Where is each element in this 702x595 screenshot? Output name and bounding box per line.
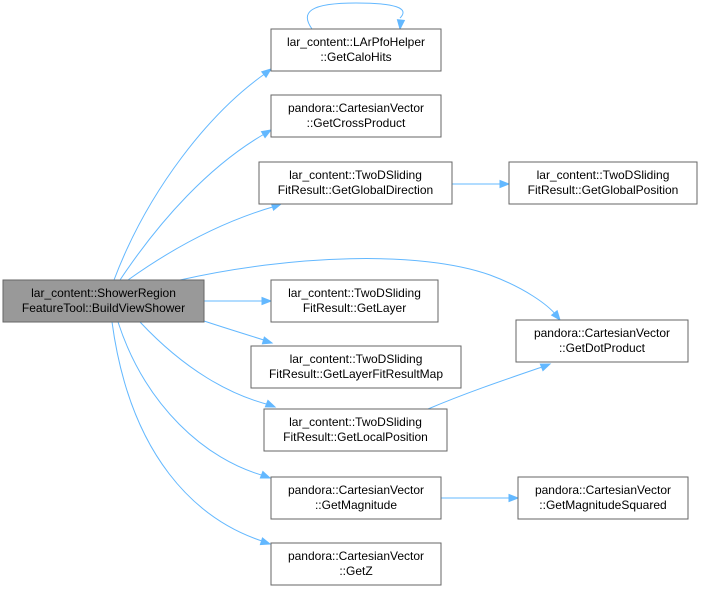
node-root: lar_content::ShowerRegionFeatureTool::Bu… [2, 279, 205, 323]
arrowhead-icon [261, 336, 274, 345]
node-getdotproduct[interactable]: pandora::CartesianVector::GetDotProduct [515, 319, 689, 363]
node-label-line-2: ::GetCrossProduct [307, 116, 406, 130]
node-box [270, 476, 442, 520]
node-label-line-1: pandora::CartesianVector [288, 101, 424, 115]
node-label-line-2: FitResult::GetLayer [303, 301, 406, 315]
arrowhead-icon [261, 296, 273, 306]
arrowhead-icon [259, 470, 272, 479]
node-label-line-1: pandora::CartesianVector [534, 326, 670, 340]
arrowhead-icon [396, 19, 406, 31]
edge-line [306, 2, 404, 30]
edge-root-to-getz [111, 321, 272, 546]
node-label-line-2: ::GetDotProduct [559, 341, 646, 355]
arrowhead-icon [499, 179, 511, 189]
node-label-line-1: pandora::CartesianVector [535, 483, 671, 497]
node-getglobalposition[interactable]: lar_content::TwoDSlidingFitResult::GetGl… [508, 161, 698, 205]
edge-root-to-getcalohits [113, 68, 273, 281]
edge-line [179, 258, 557, 316]
edge-line [139, 321, 271, 406]
node-label-line-1: lar_content::TwoDSliding [537, 168, 670, 182]
node-label-line-1: pandora::CartesianVector [288, 483, 424, 497]
node-label-line-2: ::GetCaloHits [320, 50, 391, 64]
edge-getglobaldirection-to-getglobalposition [452, 179, 511, 189]
node-label-line-2: FitResult::GetGlobalPosition [528, 183, 679, 197]
nodes-layer: lar_content::ShowerRegionFeatureTool::Bu… [2, 28, 698, 586]
edge-line [127, 205, 277, 281]
node-box [508, 161, 698, 205]
node-getcalohits[interactable]: lar_content::LArPfoHelper::GetCaloHits [270, 28, 442, 72]
edge-line [113, 72, 267, 281]
arrowhead-icon [508, 493, 520, 503]
arrowhead-icon [550, 309, 561, 322]
arrowhead-icon [264, 399, 277, 408]
edge-root-to-getglobaldirection [127, 202, 283, 281]
arrowhead-icon [259, 537, 272, 546]
node-getz[interactable]: pandora::CartesianVector::GetZ [270, 542, 442, 586]
node-box [270, 279, 439, 323]
arrowhead-icon [539, 363, 552, 372]
edge-root-to-getdotproduct [179, 258, 561, 322]
node-box [263, 408, 448, 452]
edge-root-to-getcrossproduct [119, 129, 273, 281]
node-label-line-2: ::GetZ [339, 564, 372, 578]
node-label-line-2: FeatureTool::BuildViewShower [22, 301, 185, 315]
edge-root-to-getlayerfitresultmap [200, 319, 274, 345]
node-box [250, 345, 462, 389]
edge-line [111, 321, 266, 543]
node-label-line-1: lar_content::TwoDSliding [289, 415, 422, 429]
node-label-line-1: lar_content::TwoDSliding [289, 168, 422, 182]
node-label-line-2: FitResult::GetLocalPosition [283, 430, 428, 444]
edges-layer [111, 2, 561, 546]
node-label-line-1: lar_content::TwoDSliding [288, 286, 421, 300]
edge-line [119, 132, 267, 281]
edge-root-to-getlayer [201, 296, 273, 306]
node-getmagnitudesquared[interactable]: pandora::CartesianVector::GetMagnitudeSq… [517, 476, 689, 520]
edge-line [200, 319, 268, 342]
node-getmagnitude[interactable]: pandora::CartesianVector::GetMagnitude [270, 476, 442, 520]
node-box [270, 94, 442, 138]
node-label-line-1: pandora::CartesianVector [288, 549, 424, 563]
node-label-line-2: FitResult::GetGlobalDirection [278, 183, 433, 197]
edge-getmagnitude-to-getmagnitudesquared [441, 493, 520, 503]
node-label-line-2: FitResult::GetLayerFitResultMap [269, 367, 443, 381]
edge-getcalohits-to-getcalohits [306, 2, 406, 31]
edge-root-to-getmagnitude [117, 321, 272, 479]
node-getglobaldirection[interactable]: lar_content::TwoDSlidingFitResult::GetGl… [258, 161, 453, 205]
node-label-line-1: lar_content::LArPfoHelper [287, 35, 425, 49]
edge-line [427, 365, 546, 410]
node-label-line-1: lar_content::ShowerRegion [31, 286, 176, 300]
node-label-line-2: ::GetMagnitude [315, 498, 397, 512]
node-box [270, 542, 442, 586]
edge-line [117, 321, 266, 477]
edge-getlocalposition-to-getdotproduct [427, 363, 552, 410]
node-label-line-1: lar_content::TwoDSliding [290, 352, 423, 366]
node-box [270, 28, 442, 72]
node-box [515, 319, 689, 363]
node-box [517, 476, 689, 520]
node-getcrossproduct[interactable]: pandora::CartesianVector::GetCrossProduc… [270, 94, 442, 138]
node-getlayer[interactable]: lar_content::TwoDSlidingFitResult::GetLa… [270, 279, 439, 323]
node-box [258, 161, 453, 205]
edge-root-to-getlocalposition [139, 321, 277, 408]
arrowhead-icon [260, 129, 273, 139]
node-getlocalposition[interactable]: lar_content::TwoDSlidingFitResult::GetLo… [263, 408, 448, 452]
node-box [2, 279, 205, 323]
arrowhead-icon [260, 68, 273, 79]
node-getlayerfitresultmap[interactable]: lar_content::TwoDSlidingFitResult::GetLa… [250, 345, 462, 389]
node-label-line-2: ::GetMagnitudeSquared [539, 498, 666, 512]
